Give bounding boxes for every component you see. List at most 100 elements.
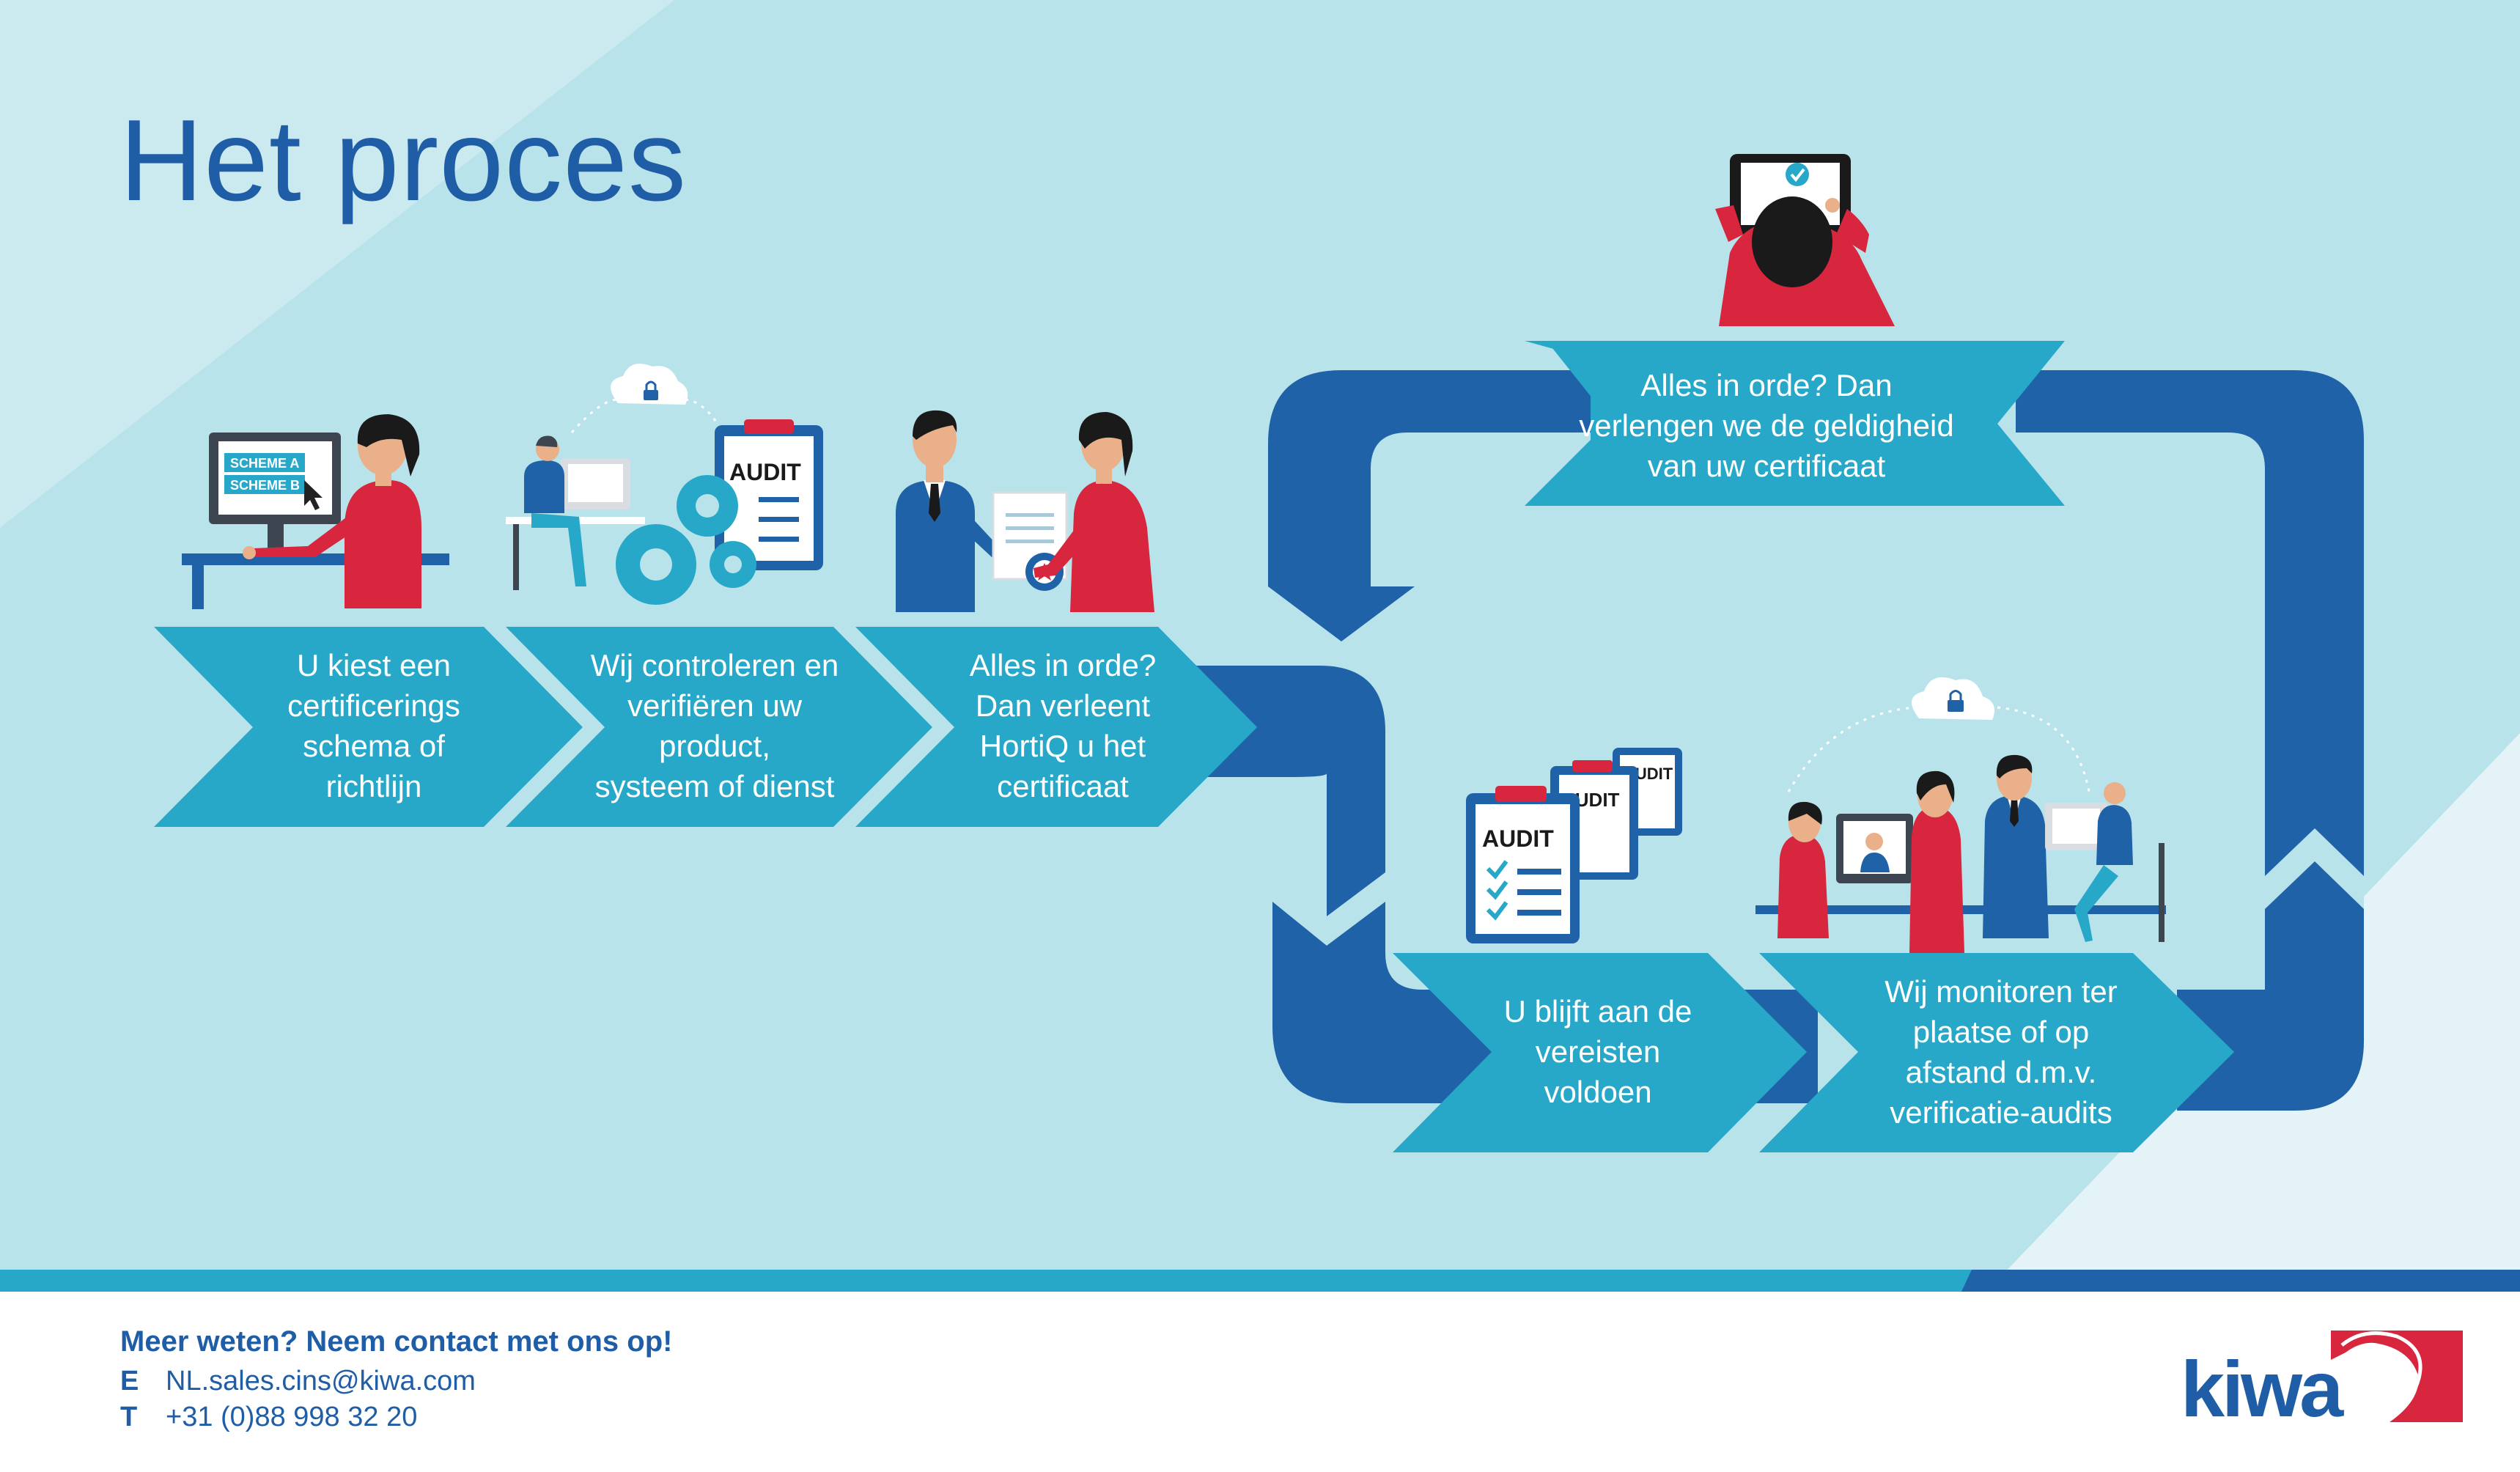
step-6-label: Alles in orde? Dan verlengen we de geldi… — [1579, 368, 1954, 483]
phone-number[interactable]: +31 (0)88 998 32 20 — [166, 1402, 418, 1432]
illustration-certificate — [896, 410, 1154, 612]
loop-connector-right — [2016, 370, 2364, 1111]
illustration-choose-scheme: SCHEME A SCHEME B — [182, 414, 449, 609]
audit-front-title: AUDIT — [1482, 825, 1554, 852]
scheme-b-label: SCHEME B — [230, 478, 300, 493]
clipboard-clip — [744, 419, 794, 434]
cloud-link-right — [1997, 706, 2090, 792]
scheme-a-button — [224, 453, 305, 472]
contact-email: E NL.sales.cins@kiwa.com — [120, 1366, 476, 1397]
loop-chevron-right — [2265, 828, 2364, 909]
tablet-user-arm-left — [1715, 205, 1743, 242]
woman-arm — [253, 513, 359, 557]
email-key: E — [120, 1366, 139, 1396]
step-4-arrow — [1393, 953, 1807, 1152]
step-3-arrow — [855, 627, 1257, 827]
remote-person — [1865, 833, 1883, 850]
worker-monitor-screen — [568, 464, 623, 502]
scheme-a-label: SCHEME A — [230, 456, 299, 471]
remote-worker-legs — [2074, 865, 2118, 942]
step-1-label: U kiest een certificerings schema of ric… — [287, 648, 460, 803]
certificate-line — [1006, 526, 1054, 530]
illustration-monitoring — [1755, 677, 2166, 953]
audit-title: AUDIT — [729, 459, 801, 485]
check-circle-icon — [1786, 163, 1809, 186]
bottom-stripe-blue — [1961, 1270, 2520, 1292]
cloud-icon — [611, 364, 688, 405]
cloud-icon — [1912, 677, 1995, 720]
loop-connector-left — [1195, 666, 1510, 1103]
audit-line — [759, 537, 799, 542]
contact-heading: Meer weten? Neem contact met ons op! — [120, 1325, 673, 1358]
worker-hair — [536, 435, 558, 447]
check-icon — [1790, 168, 1805, 183]
step-6-arrow-body — [1547, 341, 2063, 506]
step-3-label: Alles in orde? Dan verleent HortiQ u het… — [969, 648, 1157, 803]
cursor-icon — [304, 480, 323, 510]
lock-shackle — [645, 380, 657, 390]
meeting-woman-2-hair — [1916, 770, 1955, 803]
woman-body — [345, 480, 421, 608]
kiwa-logo-background — [2331, 1331, 2463, 1422]
cloud-link-right — [685, 398, 720, 426]
step-1-arrow — [154, 627, 583, 827]
step-5-label: Wij monitoren ter plaatse of op afstand … — [1885, 974, 2118, 1130]
worker-body — [524, 460, 564, 513]
tablet-user-hand — [1825, 198, 1840, 213]
desk-leg — [192, 565, 204, 609]
step-5-arrow — [1759, 953, 2234, 1152]
woman-hair — [357, 414, 420, 476]
lock-icon — [1948, 700, 1964, 712]
remote-person-body — [1860, 853, 1890, 872]
certificate-line — [1006, 540, 1054, 543]
worker-desk-leg — [513, 524, 519, 590]
background-accent-top-left — [0, 0, 674, 528]
woman2-hair — [1078, 412, 1133, 476]
check-icon — [1486, 860, 1508, 880]
scheme-b-button — [224, 475, 305, 494]
loop-chevron-left — [1272, 872, 1385, 946]
check-icon — [1486, 901, 1508, 921]
meeting-woman-1-hair — [1788, 801, 1822, 825]
step-2-label: Wij controleren en verifiëren uw product… — [590, 648, 839, 803]
clipboard-clip — [1572, 760, 1613, 772]
remote-worker-head — [2104, 782, 2126, 804]
woman2-arm — [1034, 520, 1092, 578]
audit-line — [1517, 869, 1561, 875]
bottom-stripe-cyan — [0, 1270, 1972, 1292]
meeting-man-hair — [1996, 754, 2033, 779]
woman-hand — [243, 546, 256, 559]
gear-hole — [696, 494, 719, 518]
beaver-icon — [2340, 1331, 2423, 1421]
lock-shackle — [1949, 690, 1962, 700]
email-link[interactable]: NL.sales.cins@kiwa.com — [166, 1366, 476, 1396]
meeting-man — [1983, 795, 2049, 938]
remote-worker — [2096, 805, 2133, 865]
kiwa-logo-text: kiwa — [2181, 1344, 2344, 1433]
remote-desk-leg — [2159, 843, 2165, 942]
audit-line — [1517, 889, 1561, 895]
meeting-woman-1 — [1777, 834, 1829, 938]
audit-line — [759, 497, 799, 502]
illustration-verify: AUDIT — [506, 364, 823, 605]
tablet-user-hair — [1752, 196, 1832, 287]
tablet-user-arm-right — [1836, 209, 1869, 253]
lock-icon — [644, 390, 658, 400]
phone-key: T — [120, 1402, 138, 1432]
woman2-body — [1070, 480, 1154, 612]
cloud-link-left — [1787, 706, 1915, 792]
man-tie — [929, 484, 940, 522]
cloud-link-left — [570, 398, 619, 433]
remote-desk-screen — [2052, 809, 2100, 844]
man-hair — [913, 410, 957, 440]
loop-connector-top — [1268, 370, 1591, 641]
worker-legs — [531, 513, 586, 586]
gear-hole — [640, 548, 672, 581]
page-title: Het proces — [119, 96, 688, 225]
gear-hole — [724, 556, 742, 573]
certificate-line — [1006, 513, 1054, 517]
audit-line — [1517, 910, 1561, 916]
kiwa-logo: kiwa — [2181, 1331, 2463, 1433]
